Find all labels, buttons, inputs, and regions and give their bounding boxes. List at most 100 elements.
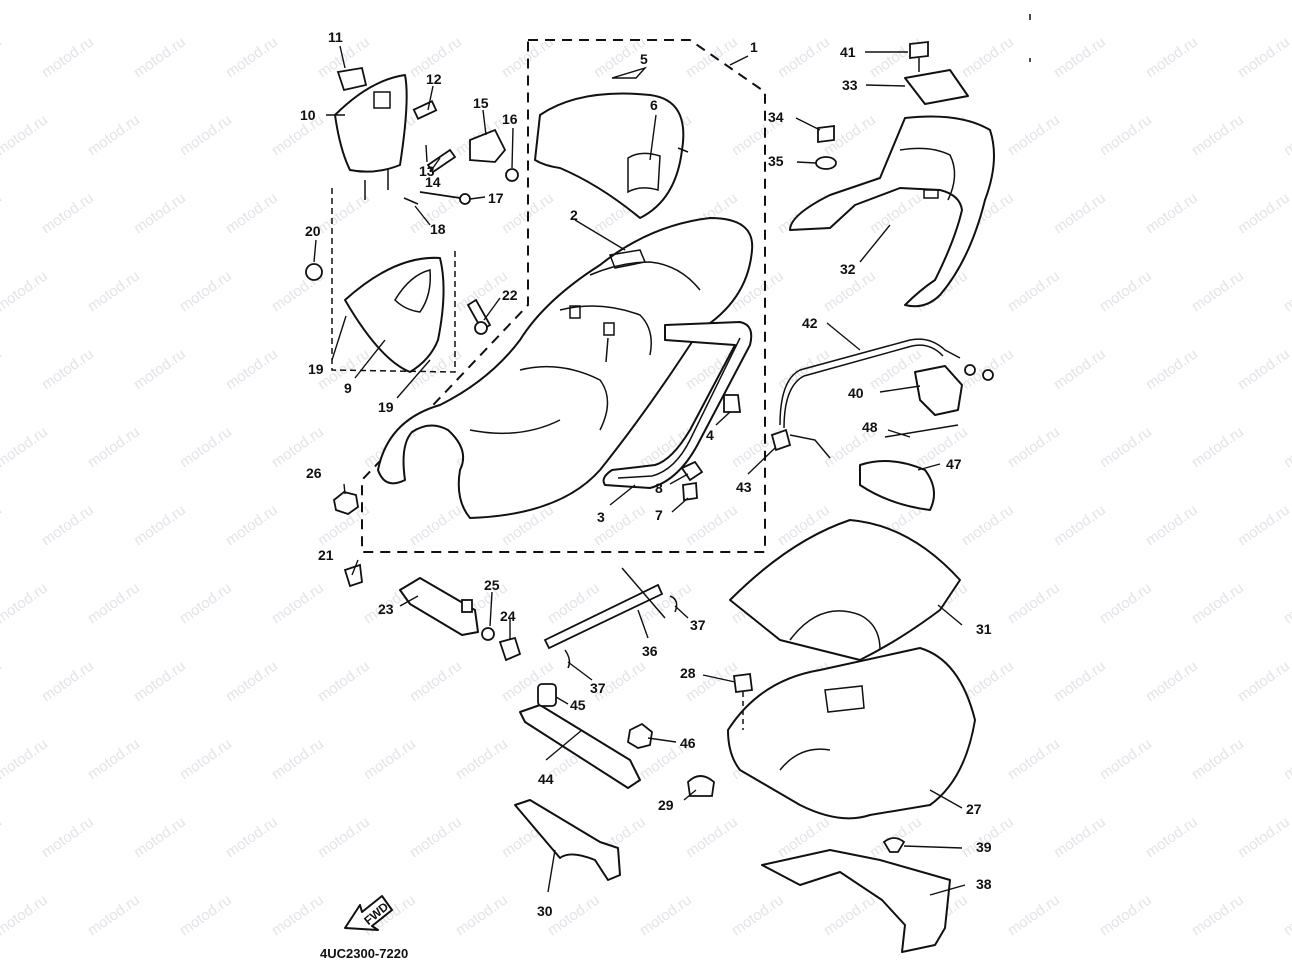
nut-part-46[interactable] xyxy=(627,722,653,749)
side-panel-part[interactable] xyxy=(344,256,445,373)
washer-part-35[interactable] xyxy=(815,156,837,170)
watermark-text: motod.ru xyxy=(0,267,51,315)
damper-part[interactable] xyxy=(537,683,557,707)
grab-bar-part[interactable] xyxy=(789,115,995,308)
callout-39: 39 xyxy=(976,839,992,855)
callout-29: 29 xyxy=(658,797,674,813)
pin-part-a[interactable] xyxy=(669,595,678,613)
watermark-text: motod.ru xyxy=(1235,189,1292,237)
watermark-text: motod.ru xyxy=(85,735,143,783)
pin-part-b[interactable] xyxy=(564,649,571,669)
watermark-text: motod.ru xyxy=(1189,579,1247,627)
watermark-text: motod.ru xyxy=(223,813,281,861)
bolt-part-34[interactable] xyxy=(817,124,835,144)
watermark-text: motod.ru xyxy=(637,0,695,3)
watermark-text: motod.ru xyxy=(269,891,327,939)
grommet-part[interactable] xyxy=(305,263,323,281)
seat-lock-part[interactable] xyxy=(914,364,994,416)
bracket-part[interactable] xyxy=(399,577,479,636)
callout-4: 4 xyxy=(706,427,714,443)
callout-35: 35 xyxy=(768,153,784,169)
watermark-text: motod.ru xyxy=(85,891,143,939)
part-code: 4UC2300-7220 xyxy=(320,946,408,961)
watermark-text: motod.ru xyxy=(1189,735,1247,783)
washer-part[interactable] xyxy=(481,627,495,641)
watermark-text: motod.ru xyxy=(1143,813,1201,861)
callout-42: 42 xyxy=(802,315,818,331)
callout-1: 1 xyxy=(750,39,758,55)
callout-14: 14 xyxy=(425,174,441,190)
latch-hardware[interactable] xyxy=(336,66,519,205)
watermark-text: motod.ru xyxy=(1281,111,1292,159)
watermark-text: motod.ru xyxy=(1281,0,1292,3)
seat-base-part[interactable] xyxy=(602,321,753,489)
watermark-text: motod.ru xyxy=(637,579,695,627)
screw-part-7[interactable] xyxy=(682,481,698,502)
callout-6: 6 xyxy=(650,97,658,113)
callout-25: 25 xyxy=(484,577,500,593)
watermark-text: motod.ru xyxy=(223,345,281,393)
watermark-text: motod.ru xyxy=(1143,345,1201,393)
watermark-text: motod.ru xyxy=(0,501,5,549)
clip-part[interactable] xyxy=(343,563,363,588)
watermark-text: motod.ru xyxy=(39,501,97,549)
watermark-text: motod.ru xyxy=(959,33,1017,81)
seat-cover-part[interactable] xyxy=(534,92,689,219)
watermark-text: motod.ru xyxy=(1051,657,1109,705)
nut-part[interactable] xyxy=(333,491,359,515)
watermark-text: motod.ru xyxy=(269,579,327,627)
watermark-text: motod.ru xyxy=(269,111,327,159)
lock-cable-part[interactable] xyxy=(779,338,961,429)
watermark-text: motod.ru xyxy=(683,501,741,549)
watermark-text: motod.ru xyxy=(453,891,511,939)
callout-16: 16 xyxy=(502,111,518,127)
callout-8: 8 xyxy=(655,480,663,496)
side-cover-part[interactable] xyxy=(334,74,408,173)
watermark-text: motod.ru xyxy=(1281,579,1292,627)
watermark-text: motod.ru xyxy=(1097,579,1155,627)
watermark-text: motod.ru xyxy=(1189,267,1247,315)
watermark-text: motod.ru xyxy=(223,501,281,549)
bolt-part-24[interactable] xyxy=(498,636,522,662)
watermark-text: motod.ru xyxy=(315,189,373,237)
watermark-text: motod.ru xyxy=(0,0,51,3)
watermark-text: motod.ru xyxy=(1143,501,1201,549)
watermark-text: motod.ru xyxy=(269,0,327,3)
callout-2: 2 xyxy=(570,207,578,223)
watermark-text: motod.ru xyxy=(1143,657,1201,705)
screw-part[interactable] xyxy=(466,298,492,335)
bolt-part-41[interactable] xyxy=(909,40,929,72)
seat-strut-part[interactable] xyxy=(543,567,666,650)
watermark-text: motod.ru xyxy=(1235,501,1292,549)
plate-part[interactable] xyxy=(904,69,969,105)
watermark-text: motod.ru xyxy=(131,501,189,549)
rear-cover-part[interactable] xyxy=(761,849,951,953)
callout-13: 13 xyxy=(419,163,435,179)
liner-part[interactable] xyxy=(729,519,961,661)
callout-38: 38 xyxy=(976,876,992,892)
callout-46: 46 xyxy=(680,735,696,751)
callout-33: 33 xyxy=(842,77,858,93)
watermark-text: motod.ru xyxy=(729,0,787,3)
main-seat-part[interactable] xyxy=(377,217,754,519)
bolt-part-28[interactable] xyxy=(732,672,754,730)
callout-37b: 37 xyxy=(590,680,606,696)
watermark-text: motod.ru xyxy=(637,891,695,939)
lower-cover-part[interactable] xyxy=(514,799,621,881)
watermark-text: motod.ru xyxy=(315,657,373,705)
nut-part-8[interactable] xyxy=(680,460,704,482)
watermark-text: motod.ru xyxy=(913,0,971,3)
watermark-text: motod.ru xyxy=(1097,423,1155,471)
damper-part-4[interactable] xyxy=(723,394,742,413)
tool-bag-part[interactable] xyxy=(859,460,935,511)
storage-tray-part[interactable] xyxy=(727,647,976,820)
cable-wire-part[interactable] xyxy=(884,424,959,438)
rivet-part-39[interactable] xyxy=(882,837,906,853)
callout-30: 30 xyxy=(537,903,553,919)
watermark-text: motod.ru xyxy=(1235,813,1292,861)
watermark-text: motod.ru xyxy=(545,0,603,3)
watermark-text: motod.ru xyxy=(0,111,51,159)
callout-19b: 19 xyxy=(378,399,394,415)
callout-15: 15 xyxy=(473,95,489,111)
lock-bolt-part[interactable] xyxy=(770,428,831,459)
